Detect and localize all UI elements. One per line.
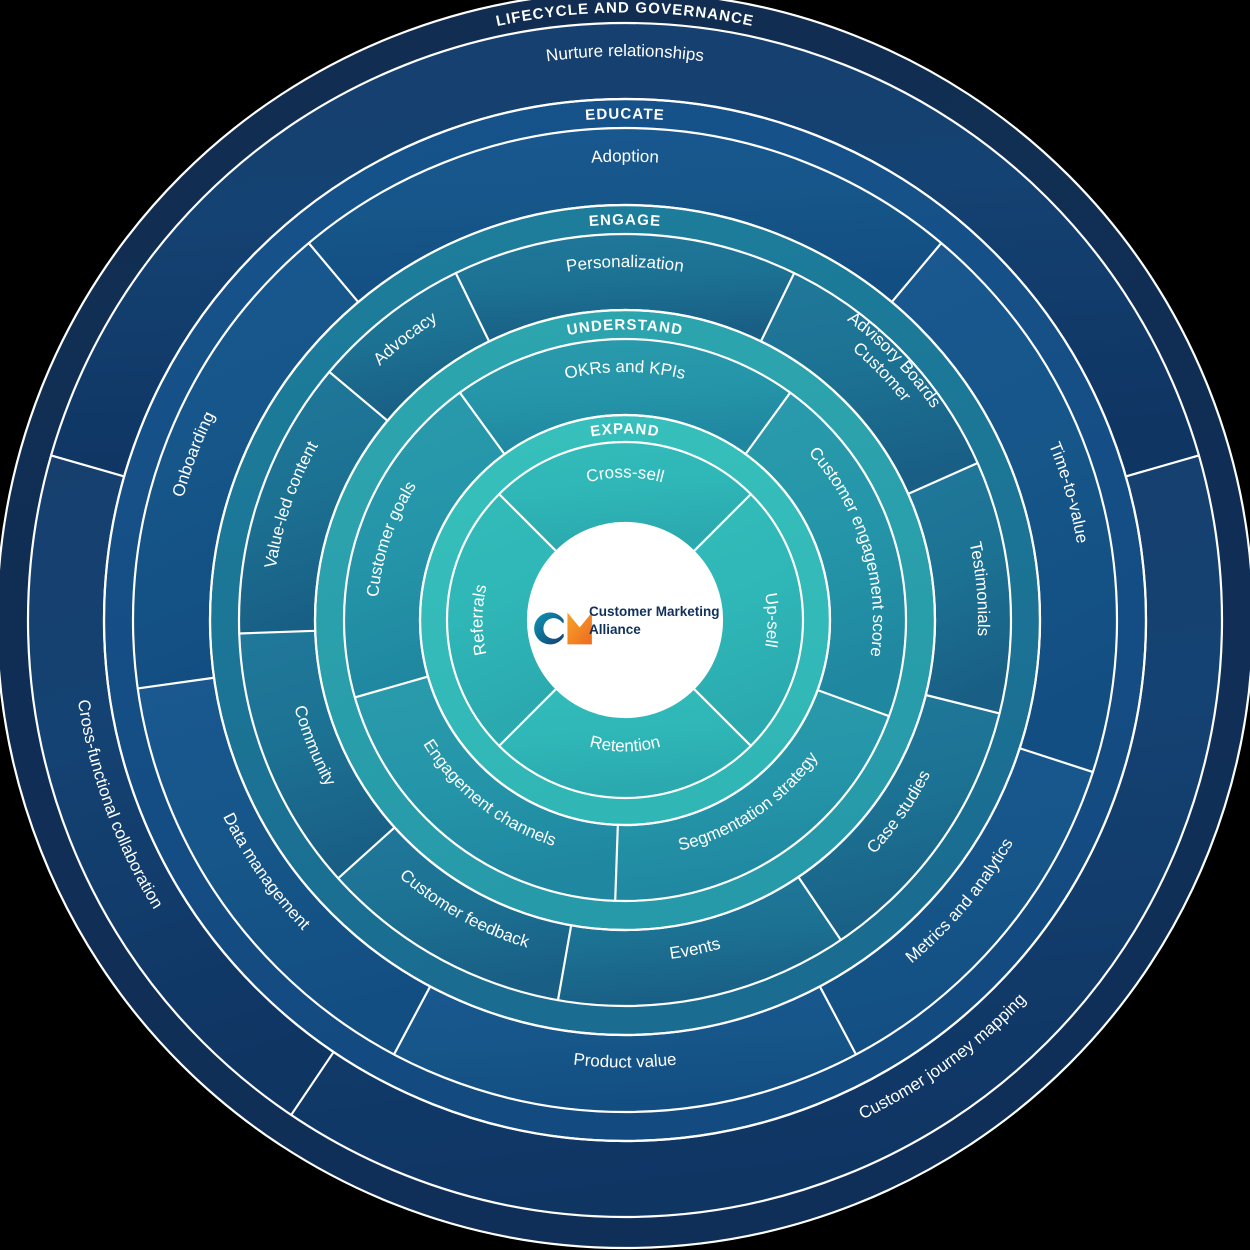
ring-item-sector[interactable] (354, 676, 618, 901)
ring-outline (26, 21, 1224, 1219)
ring-item-sector[interactable] (447, 494, 557, 746)
ring-item-sector[interactable] (51, 22, 1199, 477)
ring-item-label: Adoption (590, 146, 659, 166)
sector-divider (136, 676, 216, 690)
ring-item-sector[interactable] (819, 748, 1093, 1055)
ring-item-label: Product value (573, 1050, 678, 1072)
ring-item-sector[interactable] (760, 273, 978, 494)
logo-text-line1: Customer Marketing (589, 604, 720, 619)
sector-divider (614, 823, 619, 902)
ring-outline (418, 413, 832, 827)
logo-dot (557, 622, 569, 635)
sector-divider (692, 687, 752, 747)
ring-item-sector[interactable] (693, 494, 803, 746)
ring-item-sector[interactable] (308, 127, 942, 303)
ring-item-sector[interactable] (394, 986, 856, 1112)
ring-item-label: Personalization (565, 252, 685, 276)
sector-divider (454, 271, 491, 343)
sector-divider (818, 985, 858, 1056)
ring-category-label-engage: ENGAGE (588, 211, 662, 230)
logo-c-shape (534, 612, 564, 645)
ring-category-label-understand: UNDERSTAND (566, 316, 685, 339)
ring-item-label: Up-sell (761, 591, 782, 648)
sector-divider (1018, 747, 1095, 774)
center-hub: Customer Marketing Alliance (528, 523, 722, 717)
ring-item-label: Retention (588, 732, 662, 756)
sector-divider (907, 461, 979, 496)
sector-divider (816, 689, 891, 718)
sector-divider (290, 1050, 335, 1117)
ring-outline (313, 308, 937, 932)
sector-divider (50, 454, 126, 478)
ring-category-label-expand: EXPAND (589, 420, 661, 440)
ring-category-label-educate: EDUCATE (585, 105, 666, 124)
ring-item-sector[interactable] (459, 339, 791, 455)
ring-item-sector[interactable] (239, 371, 388, 634)
sector-divider (744, 391, 792, 456)
sector-divider (759, 271, 796, 343)
ring-outline (131, 126, 1119, 1114)
ring-item-sector[interactable] (499, 688, 751, 798)
ring-item-sector[interactable] (557, 877, 841, 1006)
logo-text-line2: Alliance (589, 622, 641, 637)
sector-divider (797, 875, 842, 942)
ring-item-label: Referrals (467, 583, 490, 658)
ring-outline (445, 440, 805, 800)
logo-mark (534, 612, 592, 645)
ring-item-sector[interactable] (239, 630, 395, 879)
sector-divider (498, 493, 558, 553)
sector-divider (556, 924, 573, 1002)
ring-item-sector[interactable] (455, 234, 795, 342)
ring-item-sector[interactable] (338, 827, 572, 1001)
ring-item-sector[interactable] (133, 243, 359, 689)
ring-item-sector[interactable] (27, 455, 334, 1115)
ring-item-label: Cross-sell (584, 462, 666, 486)
sector-divider (392, 985, 432, 1056)
ring-item-sector[interactable] (798, 694, 1000, 941)
sector-divider (924, 693, 1001, 715)
ring-outline (102, 97, 1148, 1143)
ring-item-sector[interactable] (291, 455, 1222, 1218)
ring-item-sector[interactable] (615, 690, 890, 901)
logo-m-shape (567, 612, 592, 645)
sector-divider (328, 370, 389, 422)
sector-divider (238, 629, 317, 635)
center-circle (528, 523, 722, 717)
ring-item-sector[interactable] (344, 392, 505, 698)
ring-item-sector[interactable] (745, 392, 907, 717)
ring-outline (342, 337, 908, 903)
ring-item-sector[interactable] (137, 677, 431, 1055)
sector-divider (353, 675, 430, 699)
sector-divider (307, 242, 360, 304)
sector-divider (498, 687, 558, 747)
ring-item-sector[interactable] (891, 243, 1117, 773)
sector-divider (692, 493, 752, 553)
ring-outline (208, 203, 1042, 1037)
sector-divider (890, 242, 943, 304)
sector-divider (337, 826, 396, 880)
sector-divider (458, 391, 506, 456)
sector-divider (1124, 454, 1200, 478)
ring-outline (237, 232, 1013, 1008)
ring-item-sector[interactable] (329, 273, 490, 421)
ring-item-sector[interactable] (499, 442, 751, 552)
